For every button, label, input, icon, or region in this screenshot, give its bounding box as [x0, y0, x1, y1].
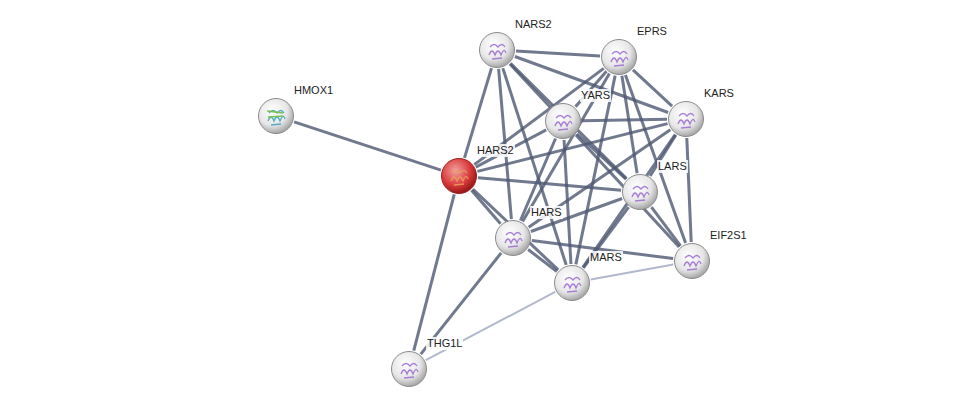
interaction-edge [414, 194, 454, 350]
protein-node: MARS [553, 264, 591, 302]
interaction-edge [633, 70, 672, 106]
protein-node: NARS2 [478, 31, 516, 69]
interaction-edge [687, 138, 691, 242]
interaction-edge [528, 250, 557, 272]
node-label: NARS2 [514, 18, 553, 31]
protein-node-circle [478, 31, 516, 69]
node-label: YARS [580, 89, 611, 102]
node-label: HMOX1 [293, 84, 334, 97]
interaction-edge [426, 292, 555, 360]
interaction-edge [591, 264, 674, 279]
node-label: EPRS [636, 25, 668, 38]
protein-node: HARS2 [440, 157, 478, 195]
node-label: MARS [589, 251, 623, 264]
protein-node: THG1L [390, 350, 428, 388]
interaction-edge [529, 130, 671, 227]
interaction-edge [531, 198, 622, 231]
protein-node: LARS [621, 173, 659, 211]
interaction-edge [294, 122, 441, 170]
interaction-edge [421, 253, 501, 354]
interaction-edge [625, 75, 685, 243]
node-label: HARS2 [476, 144, 515, 157]
node-label: LARS [657, 160, 688, 173]
node-label: EIF2S1 [709, 229, 748, 242]
interaction-edge [582, 119, 667, 120]
protein-node-circle [390, 350, 428, 388]
protein-node-circle [600, 38, 638, 76]
interaction-edge [516, 51, 600, 56]
protein-node: YARS [544, 102, 582, 140]
interaction-edge [583, 207, 628, 268]
node-label: KARS [703, 87, 735, 100]
interaction-edge [651, 207, 680, 246]
interaction-edge [577, 134, 626, 179]
protein-node: HARS [494, 219, 532, 257]
protein-node-circle [544, 102, 582, 140]
protein-node: KARS [667, 100, 705, 138]
protein-node: HMOX1 [257, 97, 295, 135]
protein-node-circle [440, 157, 478, 195]
protein-node-circle [667, 100, 705, 138]
protein-node-circle [621, 173, 659, 211]
node-label: THG1L [426, 337, 463, 350]
protein-node-circle [553, 264, 591, 302]
protein-node-circle [257, 97, 295, 135]
protein-node-circle [494, 219, 532, 257]
interaction-edge [471, 190, 500, 223]
protein-node: EPRS [600, 38, 638, 76]
protein-node-circle [673, 242, 711, 280]
protein-node: EIF2S1 [673, 242, 711, 280]
node-label: HARS [530, 206, 563, 219]
